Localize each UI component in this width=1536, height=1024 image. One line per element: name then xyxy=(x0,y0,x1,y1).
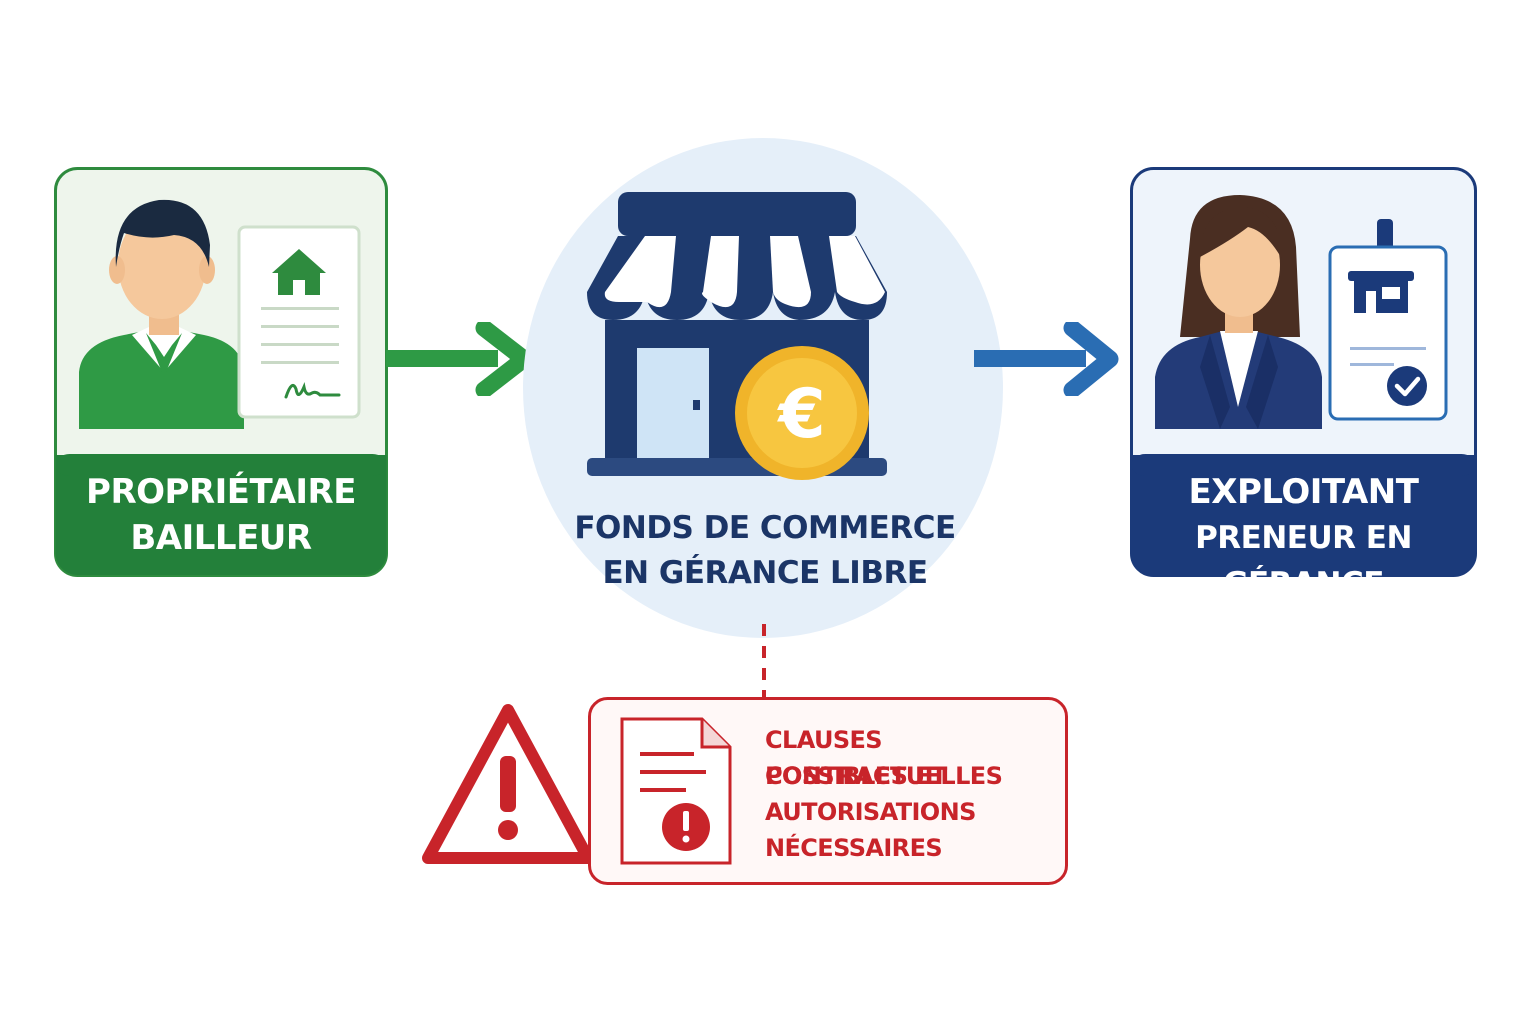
svg-text:€: € xyxy=(776,375,825,454)
business-label-line1: FONDS DE COMMERCE xyxy=(574,510,956,546)
arrow-right-icon xyxy=(386,322,532,396)
business-label-line2: EN GÉRANCE LIBRE xyxy=(602,555,928,591)
warning-connector xyxy=(762,624,766,700)
owner-card-graphic xyxy=(54,167,388,577)
signature-icon xyxy=(284,381,341,399)
warning-box-graphic xyxy=(588,697,1068,885)
document-alert-icon xyxy=(620,717,732,865)
warning-line3: AUTORISATIONS xyxy=(765,798,976,826)
arrow-right-icon xyxy=(974,322,1119,396)
warning-line2: POSSIBLES ET xyxy=(765,762,947,790)
operator-label-line2: PRENEUR EN GÉRANCE xyxy=(1195,520,1412,602)
person-icon xyxy=(79,199,244,429)
operator-card-graphic xyxy=(1130,167,1477,577)
warning-line1: CLAUSES CONTRACTUELLES xyxy=(765,726,1003,790)
checkmark-icon xyxy=(1387,366,1427,406)
operator-label-line1: EXPLOITANT xyxy=(1188,472,1419,512)
warning-triangle-icon xyxy=(422,704,594,864)
house-contract-icon xyxy=(237,225,361,419)
owner-label-line2: BAILLEUR xyxy=(130,518,312,558)
operator-card: EXPLOITANT PRENEUR EN GÉRANCE xyxy=(1130,167,1477,602)
owner-card: PROPRIÉTAIRE BAILLEUR xyxy=(54,167,388,577)
owner-label-line1: PROPRIÉTAIRE xyxy=(86,472,356,512)
euro-coin-icon: € xyxy=(735,346,869,480)
warning-box xyxy=(588,697,1068,885)
warning-line4: NÉCESSAIRES xyxy=(765,834,943,862)
person-icon xyxy=(1155,195,1322,429)
